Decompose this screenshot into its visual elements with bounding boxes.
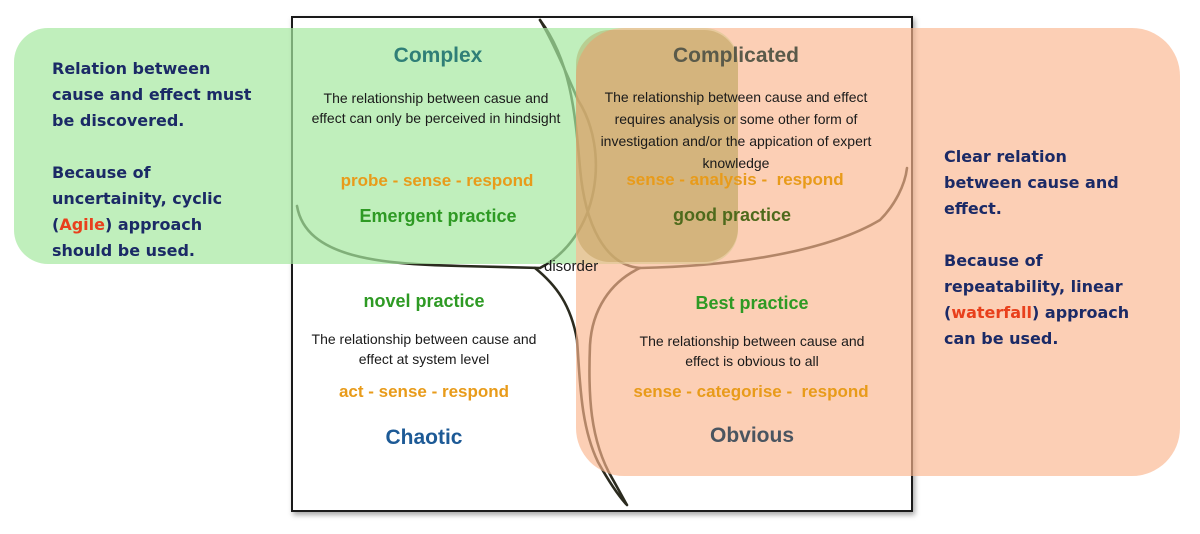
- complex-practice: Emergent practice: [359, 206, 517, 226]
- obvious-steps: sense - categorise - respond: [633, 382, 869, 401]
- chaotic-description: The relationship between cause and effec…: [311, 331, 537, 367]
- right-note-line2: Because of repeatability, linear (waterf…: [944, 248, 1149, 352]
- right-note-line2-pre: Because of repeatability, linear (: [944, 251, 1123, 322]
- right-note-line1: Clear relation between cause and effect.: [944, 147, 1119, 218]
- waterfall-highlight: waterfall: [951, 303, 1033, 322]
- chaotic-steps: act - sense - respond: [338, 382, 510, 401]
- complicated-practice: good practice: [672, 205, 792, 225]
- obvious-description: The relationship between cause and effec…: [639, 333, 865, 369]
- left-note-line1: Relation between cause and effect must b…: [52, 59, 252, 130]
- right-note-line2-post: ) approach can be used.: [944, 303, 1130, 348]
- chaotic-title: Chaotic: [385, 426, 463, 449]
- chaotic-practice: novel practice: [363, 291, 485, 311]
- obvious-title: Obvious: [709, 424, 794, 447]
- complex-steps: probe - sense - respond: [340, 171, 534, 190]
- complex-description: The relationship between casue and effec…: [311, 90, 561, 126]
- orange-overlay-panel: [576, 28, 1180, 476]
- disorder-label: disorder: [544, 258, 599, 275]
- left-note: Relation between cause and effect must b…: [52, 56, 262, 264]
- complicated-steps: sense - analysis - respond: [626, 170, 844, 189]
- left-note-line2: Because of uncertainity, cyclic (Agile) …: [52, 160, 262, 264]
- complex-title: Complex: [393, 44, 483, 67]
- complicated-title: Complicated: [672, 44, 800, 67]
- left-note-line2-pre: Because of uncertainity, cyclic (: [52, 163, 223, 234]
- agile-highlight: Agile: [59, 215, 105, 234]
- right-note: Clear relation between cause and effect.…: [944, 144, 1149, 352]
- overlap-shade-panel: [576, 30, 738, 262]
- left-note-line2-post: ) approach should be used.: [52, 215, 203, 260]
- complicated-description: The relationship between cause and effec…: [600, 89, 872, 171]
- obvious-practice: Best practice: [695, 293, 809, 313]
